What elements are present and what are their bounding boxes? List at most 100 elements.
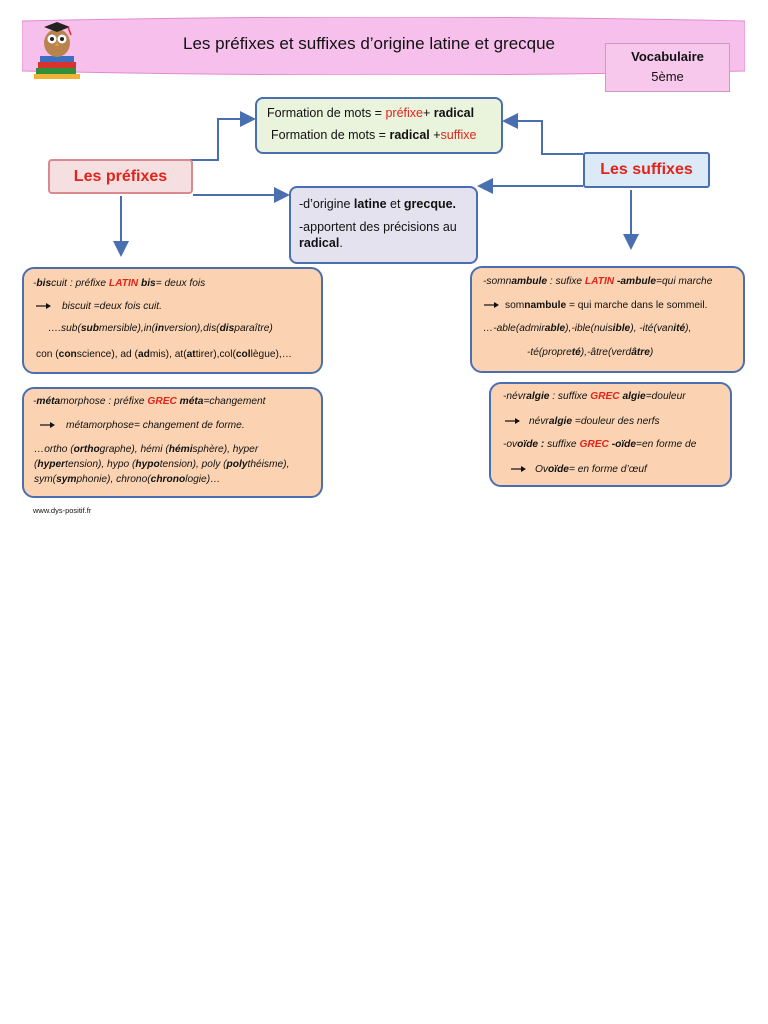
example-bold-text: hémi bbox=[168, 444, 193, 455]
formation-line-2: Formation de mots = radical +suffixe bbox=[267, 124, 501, 146]
banner-shape bbox=[22, 17, 745, 75]
example-bold-text: -ambule bbox=[614, 276, 657, 287]
greek-prefix-line-3: …ortho (orthographe), hémi (hémisphère),… bbox=[34, 443, 258, 457]
origin-latin: latine bbox=[353, 197, 387, 211]
arrow-right-icon bbox=[40, 422, 55, 429]
example-bold-text: bis bbox=[36, 278, 52, 289]
example-text: -ov bbox=[503, 439, 518, 450]
origin-text: -apportent des précisions au bbox=[299, 220, 457, 234]
example-bold-text: LATIN bbox=[108, 278, 139, 289]
example-text: Ov bbox=[535, 464, 549, 475]
example-bold-text: méta bbox=[36, 396, 61, 407]
example-text: névr bbox=[529, 416, 549, 427]
example-text: tension), hypo ( bbox=[65, 459, 136, 470]
example-text: ) bbox=[649, 347, 654, 358]
page-title: Les préfixes et suffixes d’origine latin… bbox=[183, 34, 556, 53]
latin-suffix-line-3: …-able(admirable),-ible(nuisible), -ité(… bbox=[483, 322, 691, 336]
example-text: phonie), chrono( bbox=[76, 474, 151, 485]
example-text: mersible),in( bbox=[98, 323, 156, 334]
example-text: sphère), hyper bbox=[192, 444, 259, 455]
example-bold-text: ortho bbox=[73, 444, 100, 455]
example-bold-text: bis bbox=[138, 278, 156, 289]
origin-paragraph-2: -apportent des précisions au radical. bbox=[299, 219, 468, 251]
example-bold-text: poly bbox=[226, 459, 248, 470]
greek-suffix-box: -névralgie : suffixe GREC algie=douleur … bbox=[489, 382, 732, 487]
example-text: logie)… bbox=[185, 474, 221, 485]
example-text: : sufixe bbox=[546, 276, 585, 287]
example-bold-text: nambule bbox=[524, 300, 567, 311]
example-text: lègue),… bbox=[250, 349, 292, 360]
greek-prefix-line-5: sym(symphonie), chrono(chronologie)… bbox=[34, 473, 220, 487]
owl-mascot-icon bbox=[34, 22, 80, 79]
example-text: ….sub( bbox=[48, 323, 81, 334]
formation-text: Formation de mots = bbox=[271, 128, 390, 142]
latin-suffix-line-2: somnambule = qui marche dans le sommeil. bbox=[483, 299, 707, 313]
example-bold-text: hyper bbox=[37, 459, 66, 470]
example-text: …ortho ( bbox=[34, 444, 74, 455]
level-badge: Vocabulaire 5ème bbox=[605, 43, 730, 92]
example-bold-text: LATIN bbox=[584, 276, 615, 287]
example-text: =qui marche bbox=[656, 276, 713, 287]
example-text: =douleur des nerfs bbox=[572, 416, 660, 427]
origin-box: -d’origine latine et grecque. -apportent… bbox=[289, 186, 478, 264]
example-text: tirer),col( bbox=[195, 349, 236, 360]
example-bold-text: algie bbox=[548, 416, 573, 427]
example-text: suffixe bbox=[544, 439, 580, 450]
diagram-connectors bbox=[113, 111, 639, 257]
example-text: -té(propre bbox=[527, 347, 572, 358]
example-bold-text: GREC bbox=[590, 391, 620, 402]
origin-text: . bbox=[339, 236, 343, 250]
origin-greek: grecque. bbox=[403, 197, 457, 211]
example-text: -somn bbox=[483, 276, 512, 287]
example-text: version),dis( bbox=[164, 323, 220, 334]
formation-line-1: Formation de mots = préfixe+ radical bbox=[267, 102, 501, 124]
example-text: ), -ité(van bbox=[630, 323, 674, 334]
origin-radical: radical bbox=[299, 236, 340, 250]
example-text: mis), at( bbox=[149, 349, 187, 360]
example-text: graphe), hémi ( bbox=[99, 444, 169, 455]
example-text: biscuit =deux fois cuit. bbox=[62, 301, 162, 312]
formation-box: Formation de mots = préfixe+ radical For… bbox=[255, 97, 503, 154]
example-text: =douleur bbox=[645, 391, 686, 402]
example-bold-text: algie bbox=[619, 391, 646, 402]
example-bold-text: con bbox=[58, 349, 77, 360]
example-text: cuit : préfixe bbox=[51, 278, 109, 289]
latin-suffix-line-4: -té(propreté),-âtre(verdâtre) bbox=[527, 346, 653, 360]
formation-text: Formation de mots = bbox=[267, 106, 386, 120]
example-text: = en forme d’œuf bbox=[568, 464, 647, 475]
example-text: = qui marche dans le sommeil. bbox=[566, 300, 708, 311]
example-bold-text: dis bbox=[219, 323, 235, 334]
example-text: ), bbox=[685, 323, 692, 334]
greek-suffix-line-2: névralgie =douleur des nerfs bbox=[503, 415, 660, 429]
origin-text: -d’origine bbox=[299, 197, 354, 211]
header-banner bbox=[22, 17, 745, 75]
formation-suffix-word: suffixe bbox=[440, 128, 477, 142]
latin-prefix-line-3: ….sub(submersible),in(inversion),dis(dis… bbox=[48, 322, 273, 336]
example-bold-text: té bbox=[571, 347, 581, 358]
example-bold-text: hypo bbox=[135, 459, 160, 470]
example-bold-text: able bbox=[544, 323, 566, 334]
example-bold-text: oïde : bbox=[517, 439, 545, 450]
latin-suffix-line-1: -somnambule : sufixe LATIN -ambule=qui m… bbox=[483, 275, 712, 289]
arrow-right-icon bbox=[505, 418, 520, 425]
greek-prefix-line-4: (hypertension), hypo (hypotension), poly… bbox=[34, 458, 289, 472]
latin-prefix-line-2: biscuit =deux fois cuit. bbox=[36, 300, 162, 314]
formation-radical-word: radical bbox=[433, 106, 475, 120]
latin-prefix-line-1: -biscuit : préfixe LATIN bis= deux fois bbox=[33, 277, 205, 291]
example-bold-text: -oïde bbox=[608, 439, 637, 450]
greek-prefix-line-1: -métamorphose : préfixe GREC méta=change… bbox=[33, 395, 266, 409]
example-text: : suffixe bbox=[549, 391, 591, 402]
example-bold-text: âtre bbox=[631, 347, 650, 358]
greek-suffix-line-1: -névralgie : suffixe GREC algie=douleur bbox=[503, 390, 686, 404]
connector-prefix-formation bbox=[180, 111, 256, 161]
example-text: =changement bbox=[203, 396, 266, 407]
suffixes-heading: Les suffixes bbox=[583, 152, 710, 188]
example-text: -névr bbox=[503, 391, 527, 402]
badge-grade: 5ème bbox=[651, 69, 684, 84]
example-bold-text: méta bbox=[176, 396, 204, 407]
latin-prefix-line-4: con (conscience), ad (admis), at(attirer… bbox=[36, 348, 292, 362]
latin-suffix-box: -somnambule : sufixe LATIN -ambule=qui m… bbox=[470, 266, 745, 373]
example-bold-text: sub bbox=[80, 323, 99, 334]
example-bold-text: ité bbox=[673, 323, 686, 334]
greek-prefix-line-2: métamorphose= changement de forme. bbox=[40, 419, 245, 433]
